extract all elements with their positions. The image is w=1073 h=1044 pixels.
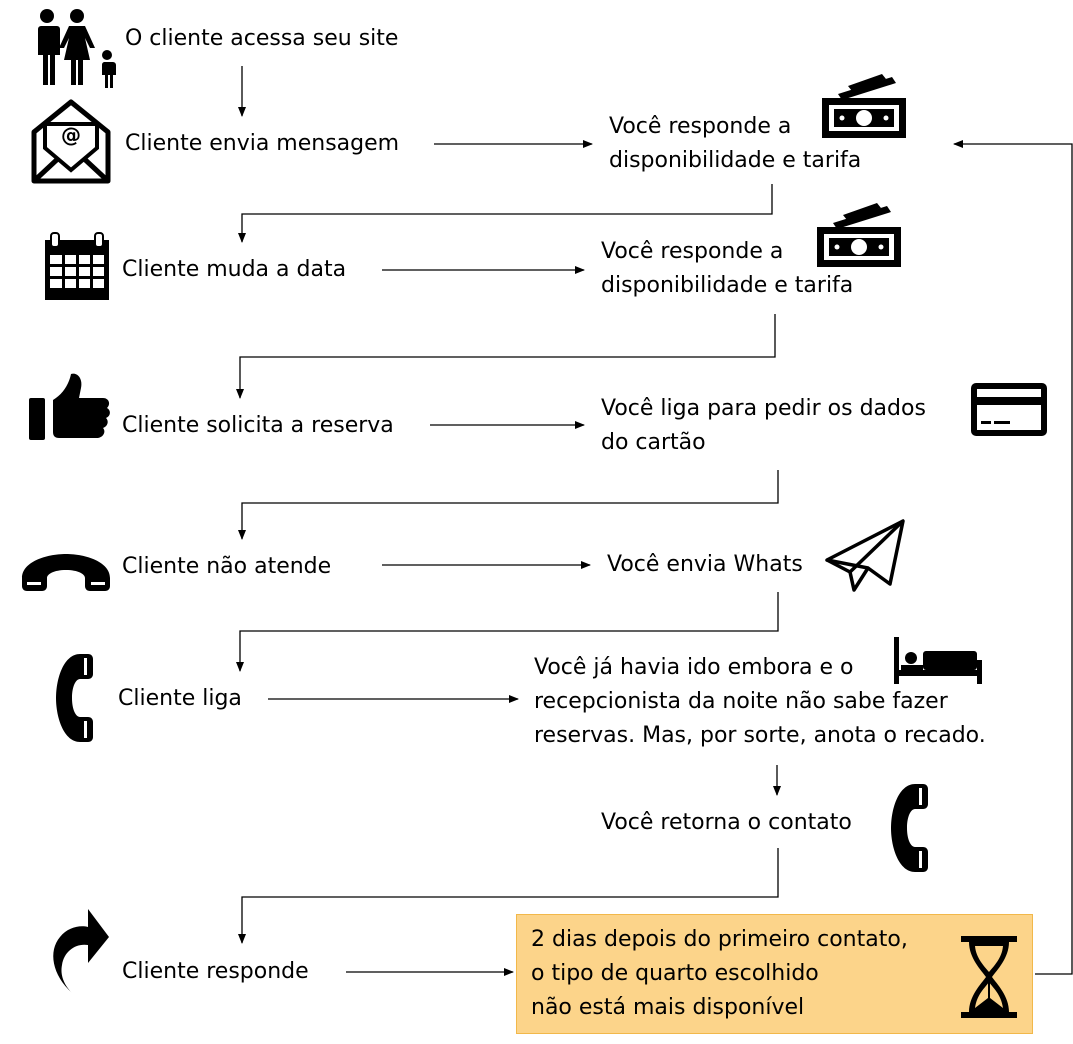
envelope-icon: @ (31, 99, 111, 184)
step-client-calls-text: Cliente liga (118, 686, 242, 711)
step-date-change-text: Cliente muda a data (122, 257, 347, 282)
step-whats-text: Você envia Whats (607, 552, 803, 577)
arrow-reply1-to-date (238, 184, 773, 243)
step-callback-text: Você retorna o contato (601, 810, 852, 835)
calendar-icon (45, 232, 109, 300)
bed-icon (894, 637, 982, 684)
phone-hangup-icon (22, 554, 110, 591)
phone-handset-icon (891, 784, 928, 872)
money-icon (822, 74, 906, 138)
unavailable-highlight-box (516, 914, 1033, 1034)
arrow-unavailable-to-reply1 (953, 140, 1073, 975)
step-no-answer-text: Cliente não atende (122, 554, 332, 579)
arrow-whats-to-clientcalls (236, 592, 779, 672)
family-icon (37, 9, 116, 88)
arrow-reply2-to-request (236, 314, 776, 399)
share-arrow-icon (53, 909, 109, 993)
arrow-callcard-to-noanswer (238, 470, 779, 540)
step-unavailable-text: 2 dias depois do primeiro contato,o tipo… (531, 927, 908, 1020)
step-request-text: Cliente solicita a reserva (122, 413, 394, 438)
arrow-callback-to-responds (238, 848, 779, 944)
step-message-text: Cliente envia mensagem (125, 131, 400, 156)
step-site-text: O cliente acessa seu site (125, 26, 399, 51)
credit-card-icon (971, 383, 1047, 436)
step-responds-text: Cliente responde (122, 959, 309, 984)
svg-text:@: @ (61, 123, 81, 147)
hourglass-icon (961, 936, 1017, 1018)
money-icon (817, 203, 901, 267)
phone-handset-icon (56, 654, 93, 742)
thumbs-up-icon (29, 373, 110, 440)
paper-plane-icon (825, 519, 905, 592)
